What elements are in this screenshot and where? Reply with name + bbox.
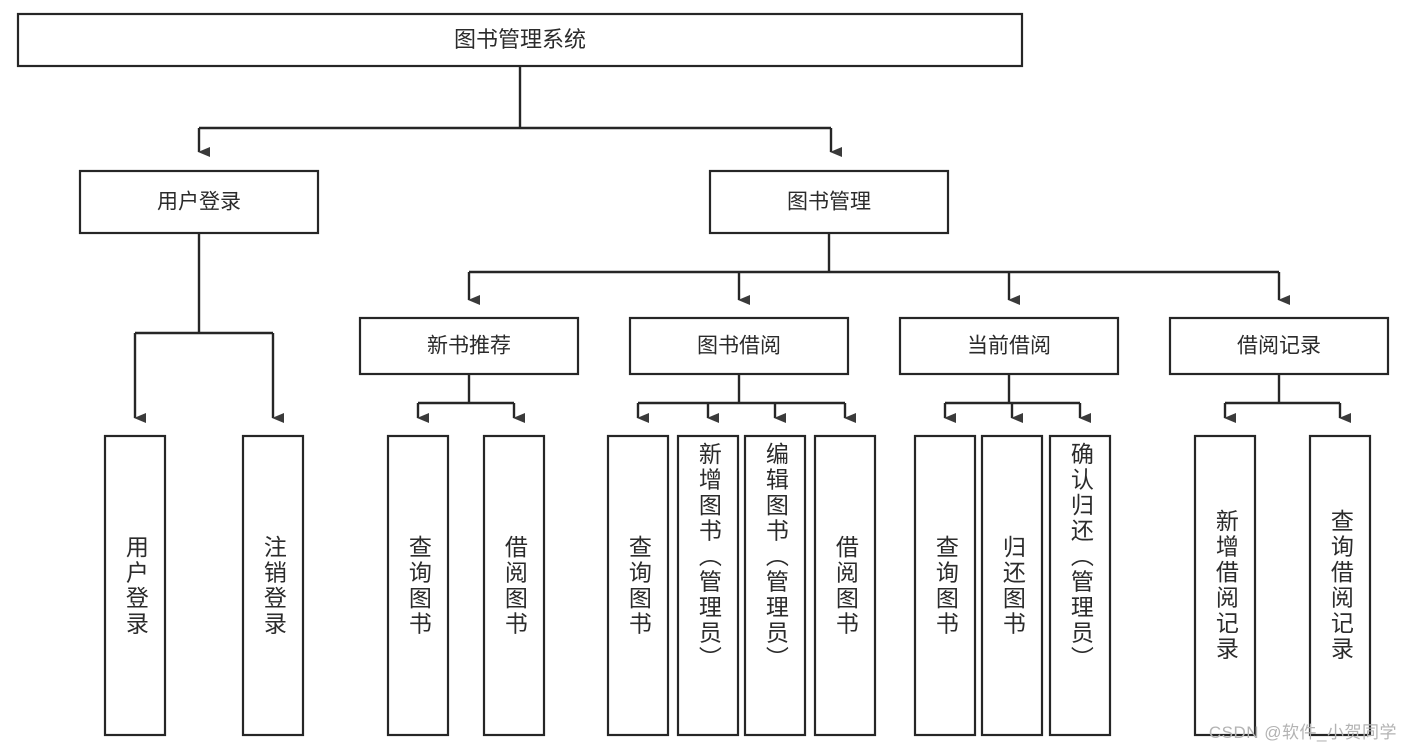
node-current-borrow-box[interactable] [898,316,1120,376]
leaf-box-layer [103,434,1372,737]
leaf-box-query-book-current[interactable] [913,434,977,737]
node-new-book-recommend[interactable]: 新书推荐 [358,316,580,376]
node-user-login[interactable]: 用户登录 [78,169,320,235]
node-current-borrow[interactable]: 当前借阅 [898,316,1120,376]
node-new-book-recommend-label: 新书推荐 [427,335,511,358]
edge-layer [133,66,1351,423]
node-book-manage[interactable]: 图书管理 [708,169,950,235]
node-book-manage-label: 图书管理 [787,191,871,214]
leaf-box-query-book-borrow[interactable] [606,434,670,737]
leaf-box-borrow-book-new[interactable] [482,434,546,737]
leaf-box-return-book[interactable] [980,434,1044,737]
node-root-box[interactable] [16,12,1024,68]
leaf-box-query-book-new[interactable] [386,434,450,737]
leaf-box-edit-book-admin[interactable] [743,434,807,737]
node-borrow-record-box[interactable] [1168,316,1390,376]
node-borrow-record[interactable]: 借阅记录 [1168,316,1390,376]
node-root-label: 图书管理系统 [454,27,586,52]
csdn-watermark: CSDN @软件_小贺同学 [1208,723,1397,742]
node-current-borrow-label: 当前借阅 [967,335,1051,358]
leaf-box-add-book-admin[interactable] [676,434,740,737]
node-borrow-record-label: 借阅记录 [1237,335,1321,358]
node-root[interactable]: 图书管理系统 [16,12,1024,68]
node-book-borrow-box[interactable] [628,316,850,376]
leaf-box-confirm-return[interactable] [1048,434,1112,737]
node-book-borrow-label: 图书借阅 [697,335,781,358]
node-book-borrow[interactable]: 图书借阅 [628,316,850,376]
leaf-box-logout[interactable] [241,434,305,737]
leaf-box-user-login[interactable] [103,434,167,737]
node-user-login-label: 用户登录 [157,191,241,214]
node-new-book-recommend-box[interactable] [358,316,580,376]
node-book-manage-box[interactable] [708,169,950,235]
leaf-box-borrow-book[interactable] [813,434,877,737]
leaf-box-query-borrow-record[interactable] [1308,434,1372,737]
leaf-box-add-borrow-record[interactable] [1193,434,1257,737]
node-user-login-box[interactable] [78,169,320,235]
